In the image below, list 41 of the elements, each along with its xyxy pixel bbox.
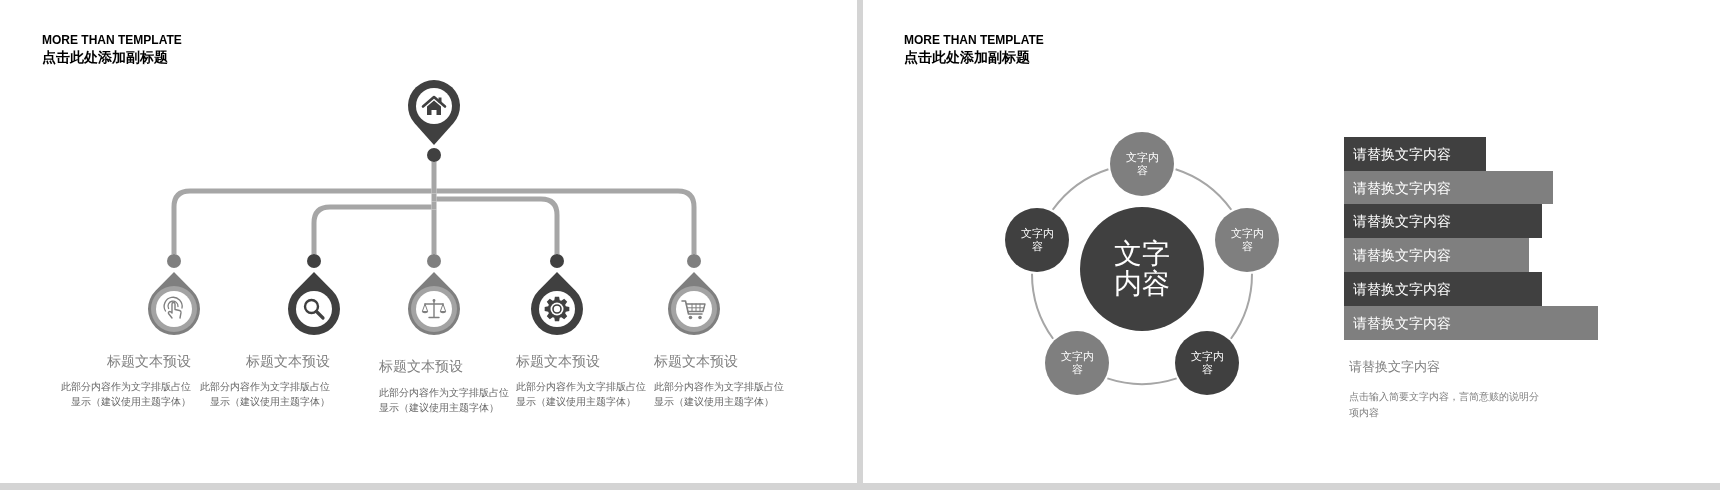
node-label: 文字内容 xyxy=(1125,151,1159,177)
description: 点击输入简要文字内容，言简意赅的说明分项内容 xyxy=(1349,390,1540,420)
node-title: 标题文本预设 xyxy=(379,357,463,375)
bar-label: 请替换文字内容 xyxy=(1353,145,1451,164)
node-label: 文字内容 xyxy=(1060,350,1094,376)
section-title: 请替换文字内容 xyxy=(1349,358,1440,375)
subheading: 点击此处添加副标题 xyxy=(904,48,1030,66)
connector-line xyxy=(1229,272,1253,340)
bar-label: 请替换文字内容 xyxy=(1353,246,1451,265)
node-description: 此部分内容作为文字排版占位显示（建议使用主题字体） xyxy=(60,380,191,409)
bar-label: 请替换文字内容 xyxy=(1353,178,1451,198)
node-label: 文字内容 xyxy=(1230,227,1264,253)
connector-line xyxy=(431,209,437,254)
node-description: 此部分内容作为文字排版占位显示（建议使用主题字体） xyxy=(199,380,330,409)
node-label: 文字内容 xyxy=(1020,227,1054,253)
connector-line xyxy=(1051,168,1110,211)
subheading: 点击此处添加副标题 xyxy=(42,48,168,66)
node-title: 标题文本预设 xyxy=(516,352,600,370)
connector-line xyxy=(431,193,437,202)
node-title: 标题文本预设 xyxy=(107,352,191,370)
connector-line xyxy=(436,196,560,254)
node-description: 此部分内容作为文字排版占位显示（建议使用主题字体） xyxy=(379,386,510,415)
node-label: 文字内容 xyxy=(1113,239,1171,299)
node-label: 文字内容 xyxy=(1190,350,1224,376)
bar-label: 请替换文字内容 xyxy=(1353,212,1451,231)
node-description: 此部分内容作为文字排版占位显示（建议使用主题字体） xyxy=(654,380,785,409)
connector-line xyxy=(311,204,432,254)
connector-line xyxy=(1106,377,1178,385)
connector-line xyxy=(436,188,697,254)
bar-label: 请替换文字内容 xyxy=(1353,280,1451,299)
heading: MORE THAN TEMPLATE xyxy=(42,32,182,48)
connector-line xyxy=(171,188,432,254)
node-title: 标题文本预设 xyxy=(654,352,738,370)
node-title: 标题文本预设 xyxy=(246,352,330,370)
bar-label: 请替换文字内容 xyxy=(1353,314,1451,333)
connector-line xyxy=(1031,272,1055,340)
connector-line xyxy=(431,162,437,194)
node-description: 此部分内容作为文字排版占位显示（建议使用主题字体） xyxy=(516,380,647,409)
heading: MORE THAN TEMPLATE xyxy=(904,32,1044,48)
connector-line xyxy=(431,201,437,210)
connector-line xyxy=(1174,168,1233,211)
